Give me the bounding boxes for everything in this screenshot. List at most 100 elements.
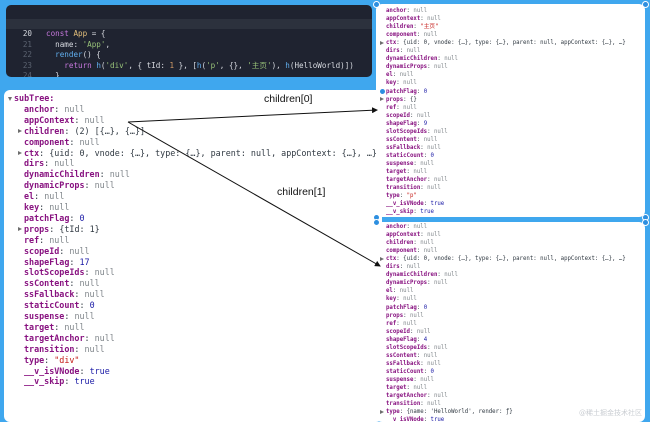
label-children-1: children[1] bbox=[277, 186, 326, 198]
key-separator: : bbox=[79, 365, 90, 376]
key-separator: : bbox=[427, 344, 434, 351]
property-value: null bbox=[433, 393, 448, 400]
resize-handle[interactable] bbox=[642, 219, 649, 226]
expand-caret-icon[interactable] bbox=[380, 97, 384, 102]
property-row[interactable]: props: {} bbox=[376, 96, 645, 104]
key-separator: : bbox=[416, 120, 424, 127]
property-key: targetAnchor bbox=[386, 393, 428, 400]
property-key: slotScopeIds bbox=[386, 128, 428, 135]
property-row: slotScopeIds: null bbox=[376, 344, 645, 352]
property-row: ref: null bbox=[376, 320, 645, 328]
expand-caret-icon[interactable] bbox=[380, 409, 384, 414]
property-value: null bbox=[433, 177, 448, 184]
property-value: 4 bbox=[423, 336, 428, 343]
property-key: component bbox=[386, 248, 417, 255]
key-separator: : bbox=[392, 288, 400, 295]
property-key: appContext bbox=[24, 114, 75, 125]
key-separator: : bbox=[99, 169, 110, 180]
code-line: 23 } bbox=[6, 50, 372, 78]
key-separator: : bbox=[427, 393, 434, 400]
key-separator: : bbox=[392, 72, 400, 79]
property-row[interactable]: type: {name: 'HelloWorld', render: ƒ} bbox=[376, 408, 645, 416]
expand-caret-icon[interactable] bbox=[18, 151, 22, 155]
key-separator: : bbox=[49, 223, 60, 234]
property-key: ctx bbox=[24, 147, 40, 158]
property-value: true bbox=[74, 376, 95, 387]
property-row: staticCount: 0 bbox=[376, 152, 645, 160]
resize-handle[interactable] bbox=[379, 88, 386, 95]
property-value: null bbox=[54, 158, 75, 169]
line-number: 20 bbox=[22, 29, 32, 38]
property-row[interactable]: ctx: {uid: 0, vnode: {…}, type: {…}, par… bbox=[4, 148, 382, 159]
property-row: shapeFlag: 9 bbox=[376, 120, 645, 128]
expand-caret-icon[interactable] bbox=[380, 40, 384, 45]
property-row: dirs: null bbox=[376, 47, 645, 55]
property-key: ctx bbox=[386, 40, 397, 47]
property-value: null bbox=[403, 320, 417, 327]
property-row[interactable]: props: {tId: 1} bbox=[4, 224, 382, 235]
property-row: scopeId: null bbox=[376, 328, 645, 336]
property-row[interactable]: ctx: {uid: 0, vnode: {…}, type: {…}, par… bbox=[376, 39, 645, 47]
property-value: null bbox=[84, 289, 105, 300]
tree-root-header[interactable]: subTree: bbox=[4, 93, 382, 104]
property-row: targetAnchor: null bbox=[4, 333, 382, 344]
property-row: shapeFlag: 17 bbox=[4, 257, 382, 268]
property-value: true bbox=[420, 209, 434, 216]
property-key: scopeId bbox=[386, 328, 410, 335]
property-row: dynamicChildren: null bbox=[376, 55, 645, 63]
key-separator: : bbox=[74, 114, 85, 125]
key-separator: : bbox=[54, 321, 65, 332]
code-editor: 19 const App = { 20 name: 'App', 21 rend… bbox=[6, 5, 372, 77]
key-separator: : bbox=[44, 158, 55, 169]
key-separator: : bbox=[420, 360, 428, 367]
expand-caret-icon[interactable] bbox=[8, 96, 12, 101]
property-value: null bbox=[399, 72, 414, 79]
property-row: transition: null bbox=[4, 344, 382, 355]
code-line: 22 return h('div', { tId: 1 }, [h('p', {… bbox=[6, 40, 372, 70]
property-value: null bbox=[84, 114, 105, 125]
property-value: null bbox=[94, 332, 115, 343]
key-separator: : bbox=[84, 180, 95, 191]
property-key: scopeId bbox=[24, 245, 60, 256]
property-row: patchFlag: 0 bbox=[376, 88, 645, 96]
property-value: null bbox=[423, 248, 438, 255]
expand-caret-icon[interactable] bbox=[18, 129, 22, 134]
property-key: key bbox=[386, 296, 397, 303]
property-row: target: null bbox=[376, 168, 645, 176]
resize-handle[interactable] bbox=[373, 1, 380, 8]
key-separator: : bbox=[420, 401, 428, 408]
property-key: props bbox=[24, 223, 50, 234]
property-key: slotScopeIds bbox=[24, 267, 85, 278]
code-line: 24 } bbox=[6, 61, 372, 77]
property-row[interactable]: ctx: {uid: 0, vnode: {…}, type: {…}, par… bbox=[376, 255, 645, 263]
property-row: ref: null bbox=[4, 235, 382, 246]
key-separator: : bbox=[399, 193, 407, 200]
property-row: __v_skip: true bbox=[376, 208, 645, 216]
resize-handle[interactable] bbox=[373, 219, 380, 226]
property-value: {uid: 0, vnode: {…}, type: {…}, parent: … bbox=[403, 256, 626, 263]
property-row: target: null bbox=[4, 322, 382, 333]
expand-caret-icon[interactable] bbox=[380, 256, 384, 261]
property-value: null bbox=[427, 401, 441, 408]
property-row: __v_isVNode: true bbox=[376, 200, 645, 208]
property-value: null bbox=[427, 144, 441, 151]
property-key: shapeFlag bbox=[386, 120, 417, 127]
expand-caret-icon[interactable] bbox=[18, 227, 22, 232]
property-row: key: null bbox=[4, 202, 382, 213]
property-row[interactable]: children: (2) [{…}, {…}] bbox=[4, 126, 382, 137]
property-row: component: null bbox=[4, 137, 382, 148]
property-value: null bbox=[109, 169, 130, 180]
key-separator: : bbox=[416, 248, 424, 255]
key-separator: : bbox=[413, 24, 421, 31]
property-key: anchor bbox=[386, 8, 407, 14]
property-value: true bbox=[430, 417, 445, 422]
property-row: ssFallback: null bbox=[376, 144, 645, 152]
property-value: null bbox=[427, 360, 441, 367]
key-separator: : bbox=[427, 177, 434, 184]
property-row: ssContent: null bbox=[376, 352, 645, 360]
property-key: transition bbox=[24, 343, 75, 354]
code-text: } bbox=[55, 71, 60, 77]
resize-handle[interactable] bbox=[642, 1, 649, 8]
